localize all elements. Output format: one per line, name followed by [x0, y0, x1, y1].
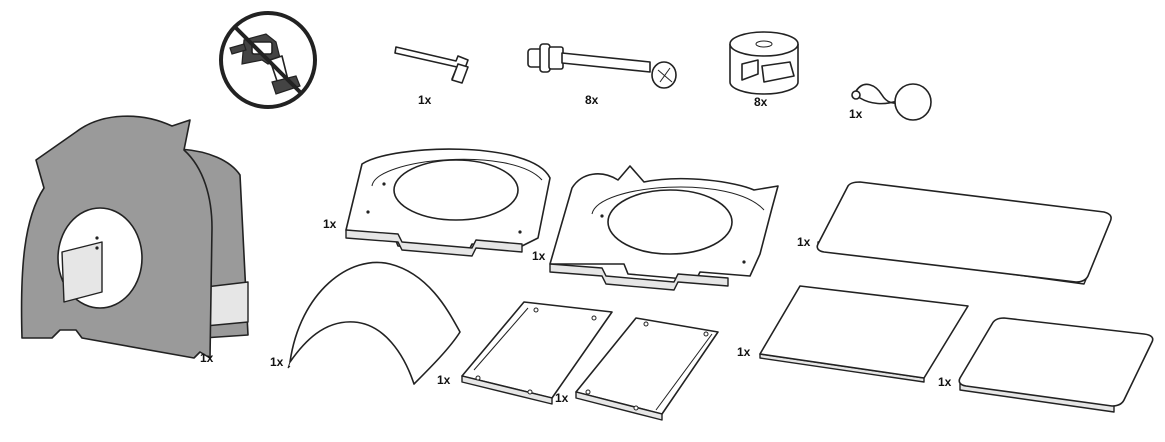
hex-key-icon — [394, 46, 469, 84]
assembled-house-quantity: 1x — [200, 351, 214, 365]
ball-toy-icon — [851, 83, 932, 121]
side-strip-right-quantity: 1x — [555, 391, 569, 405]
curved-roof-illustration — [287, 261, 461, 385]
round-panel-ears-illustration — [549, 165, 779, 291]
round-panel-plain-illustration — [345, 148, 551, 257]
square-board-quantity: 1x — [737, 345, 751, 359]
side-strip-left-quantity: 1x — [437, 373, 451, 387]
ball-toy-quantity: 1x — [849, 107, 863, 121]
round-panel-plain-quantity: 1x — [323, 217, 337, 231]
hex-key-quantity: 1x — [418, 93, 432, 107]
round-panel-ears-quantity: 1x — [532, 249, 546, 263]
side-strip-left-illustration — [461, 301, 613, 405]
square-board-illustration — [759, 285, 969, 383]
top-board-illustration — [816, 181, 1112, 285]
curved-roof-quantity: 1x — [270, 355, 284, 369]
small-board-illustration — [958, 317, 1154, 413]
assembled-cat-house-illustration — [20, 115, 249, 359]
cam-lock-icon — [729, 31, 799, 95]
bolt-icon — [527, 43, 677, 89]
bolt-quantity: 8x — [585, 93, 599, 107]
side-strip-right-illustration — [575, 317, 719, 421]
no-power-drill-icon — [219, 11, 317, 109]
small-board-quantity: 1x — [938, 375, 952, 389]
cam-lock-quantity: 8x — [754, 95, 768, 109]
top-board-quantity: 1x — [797, 235, 811, 249]
